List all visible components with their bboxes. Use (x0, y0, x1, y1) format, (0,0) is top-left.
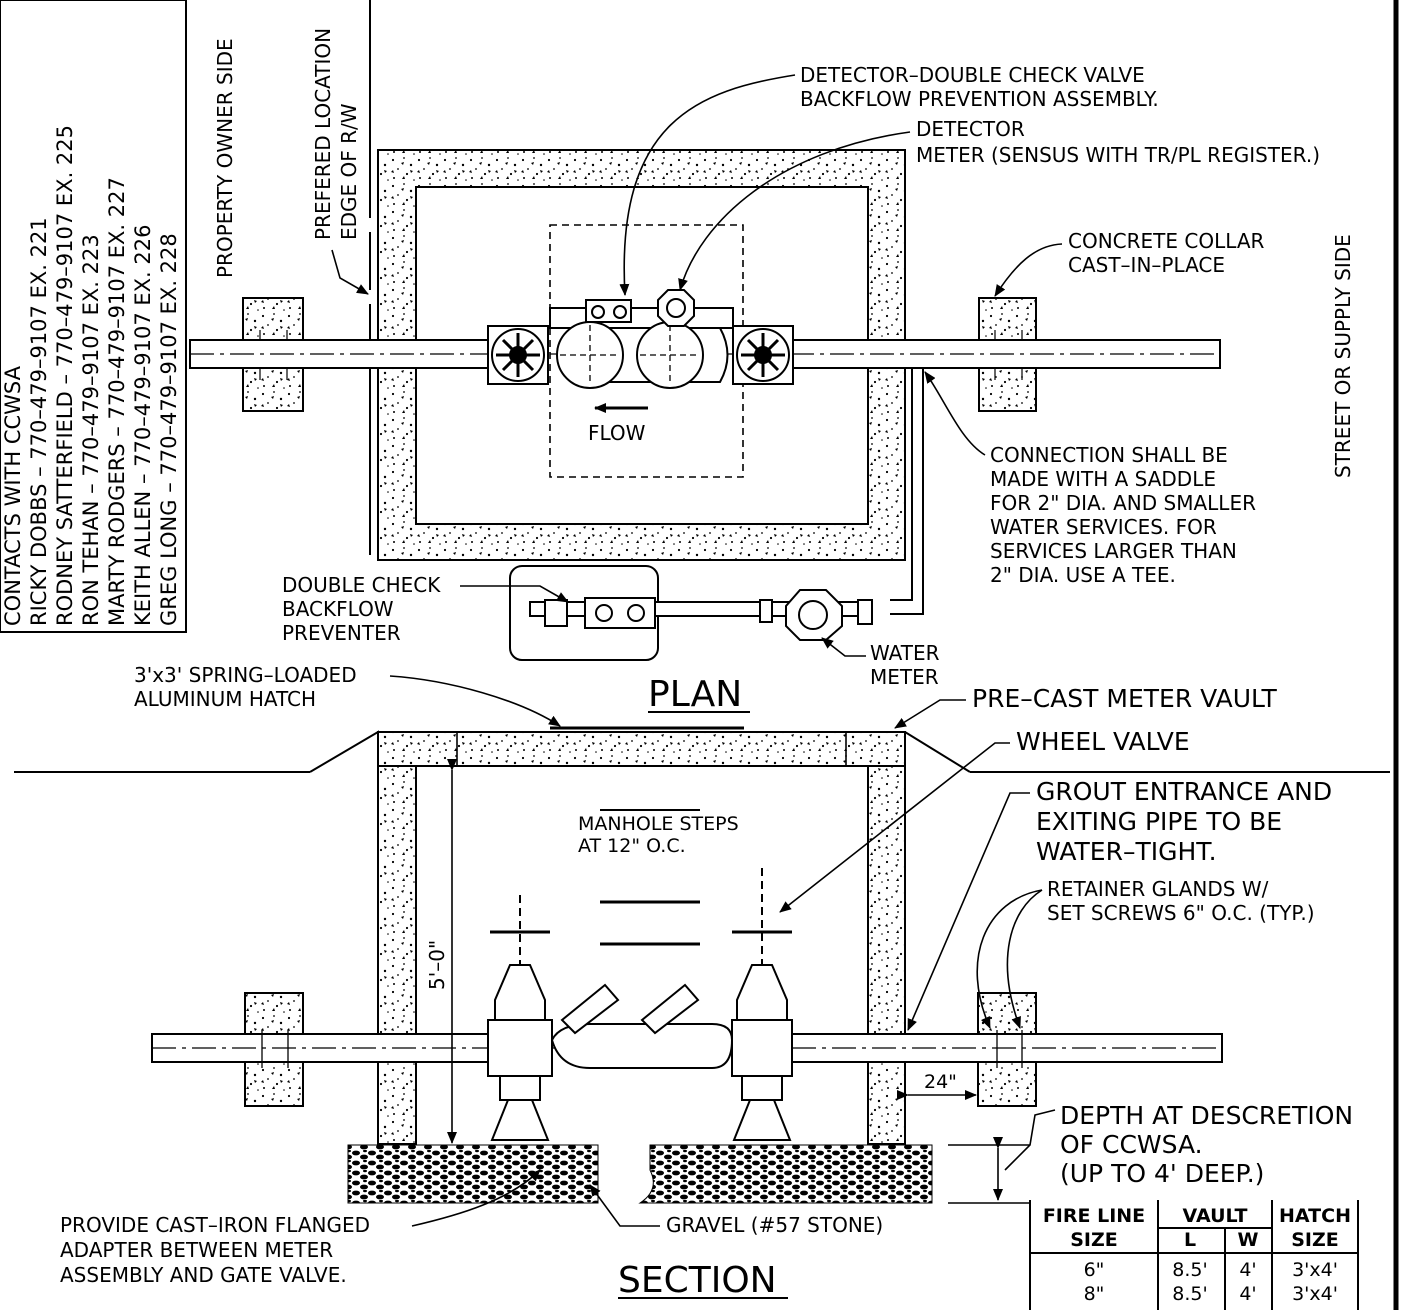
adapter-label-3: ASSEMBLY AND GATE VALVE. (60, 1263, 347, 1287)
height-dimension: 5'–0" (425, 940, 449, 990)
plan-labels: DETECTOR–DOUBLE CHECK VALVE BACKFLOW PRE… (282, 63, 1320, 715)
gravel-label: GRAVEL (#57 STONE) (666, 1213, 883, 1237)
vault-wall-left-section (377, 765, 417, 1145)
table-cell: 8.5' (1172, 1259, 1207, 1281)
connection-note: CONNECTION SHALL BE (990, 443, 1228, 467)
flow-label: FLOW (588, 421, 646, 445)
vault-lid-section (377, 731, 906, 767)
connection-note: SERVICES LARGER THAN (990, 539, 1237, 563)
retainer-label: RETAINER GLANDS W/ (1047, 877, 1269, 901)
plan-view: FLOW (189, 149, 1221, 661)
table-cell: 3'x4' (1292, 1283, 1338, 1305)
preferred-location-label-2: EDGE OF R/W (337, 103, 361, 240)
table-cell: 4' (1239, 1259, 1256, 1281)
vault-wall-right-section (867, 765, 906, 1145)
table-cell: 8.5' (1172, 1283, 1207, 1305)
connection-note: WATER SERVICES. FOR (990, 515, 1217, 539)
contact-entry: MARTY RODGERS – 770–479–9107 EX. 227 (105, 177, 129, 626)
depth-dimension-line (948, 1137, 1030, 1204)
contacts-box: CONTACTS WITH CCWSA RICKY DOBBS – 770–47… (0, 0, 187, 633)
contacts-heading: CONTACTS WITH CCWSA (1, 365, 25, 626)
contact-entry: RON TEHAN – 770–479–9107 EX. 223 (79, 234, 103, 626)
table-header-hatch: HATCH (1279, 1205, 1351, 1227)
detector-assembly-label-2: BACKFLOW PREVENTION ASSEMBLY. (800, 87, 1159, 111)
double-check-section (550, 983, 734, 1069)
street-side-label: STREET OR SUPPLY SIDE (1331, 234, 1355, 478)
wheel-valve-label: WHEEL VALVE (1016, 727, 1190, 756)
water-meter-label-2: METER (870, 665, 939, 689)
contact-entry: GREG LONG – 770–479–9107 EX. 228 (157, 233, 181, 626)
table-header-vault: VAULT (1183, 1205, 1248, 1227)
concrete-collar-label-2: CAST–IN–PLACE (1068, 253, 1225, 277)
property-owner-side-label: PROPERTY OWNER SIDE (213, 38, 237, 278)
vault-walls-plan (377, 149, 906, 561)
table-header-fire-line-2: SIZE (1070, 1229, 1118, 1251)
grout-label-3: WATER–TIGHT. (1036, 837, 1217, 866)
connection-note: FOR 2" DIA. AND SMALLER (990, 491, 1256, 515)
section-labels: 3'x3' SPRING–LOADED ALUMINUM HATCH PRE–C… (60, 663, 1353, 1301)
offset-dimension: 24" (924, 1071, 957, 1093)
adapter-label: PROVIDE CAST–IRON FLANGED (60, 1213, 370, 1237)
depth-label-3: (UP TO 4' DEEP.) (1060, 1159, 1264, 1188)
concrete-collar-label: CONCRETE COLLAR (1068, 229, 1265, 253)
water-meter-label: WATER (870, 641, 940, 665)
table-cell: 3'x4' (1292, 1259, 1338, 1281)
depth-label: DEPTH AT DESCRETION (1060, 1101, 1353, 1130)
table-header-l: L (1184, 1229, 1196, 1251)
adapter-label-2: ADAPTER BETWEEN METER (60, 1238, 333, 1262)
gate-valve-left-section (487, 895, 553, 1141)
main-pipe-plan (189, 339, 1221, 369)
connection-note: MADE WITH A SADDLE (990, 467, 1216, 491)
contact-entry: KEITH ALLEN – 770–479–9107 EX. 226 (131, 225, 155, 627)
manhole-label: MANHOLE STEPS (578, 813, 739, 835)
table-header-w: W (1238, 1229, 1259, 1251)
grout-label: GROUT ENTRANCE AND (1036, 777, 1332, 806)
size-table: FIRE LINE SIZE VAULT L W HATCH SIZE 6" 8… (1029, 1200, 1359, 1310)
detector-assembly-label: DETECTOR–DOUBLE CHECK VALVE (800, 63, 1145, 87)
gravel-right (638, 1144, 933, 1204)
contact-entry: RODNEY SATTERFIELD – 770–479–9107 EX. 22… (53, 125, 77, 626)
depth-label-2: OF CCWSA. (1060, 1130, 1203, 1159)
gate-valve-left-plan (487, 325, 549, 385)
double-check-label-2: BACKFLOW (282, 597, 394, 621)
gravel-left (347, 1144, 599, 1204)
hatch-label: 3'x3' SPRING–LOADED (134, 663, 357, 687)
table-header-fire-line: FIRE LINE (1043, 1205, 1145, 1227)
contact-entry: RICKY DOBBS – 770–479–9107 EX. 221 (27, 217, 51, 626)
gate-valve-right-plan (732, 325, 794, 385)
grout-label-2: EXITING PIPE TO BE (1036, 807, 1282, 836)
detector-meter-label: DETECTOR (916, 117, 1025, 141)
main-pipe-section (151, 1030, 1223, 1068)
vault-label: PRE–CAST METER VAULT (972, 684, 1278, 713)
table-header-hatch-2: SIZE (1291, 1229, 1339, 1251)
table-cell: 4' (1239, 1283, 1256, 1305)
table-cell: 6" (1084, 1259, 1105, 1281)
hatch-label-2: ALUMINUM HATCH (134, 687, 316, 711)
manhole-label-2: AT 12" O.C. (578, 835, 686, 857)
double-check-label: DOUBLE CHECK (282, 573, 441, 597)
detector-meter-label-2: METER (SENSUS WITH TR/PL REGISTER.) (916, 143, 1320, 167)
gate-valve-right-section (731, 868, 793, 1141)
bypass-line (509, 368, 924, 661)
section-title: SECTION (618, 1260, 777, 1301)
table-cell: 8" (1084, 1283, 1105, 1305)
section-view: 5'–0" 24" (14, 726, 1390, 1204)
double-check-assembly-plan (549, 289, 734, 389)
double-check-label-3: PREVENTER (282, 621, 401, 645)
connection-note: 2" DIA. USE A TEE. (990, 563, 1176, 587)
preferred-location-label: PREFERED LOCATION (311, 28, 335, 240)
retainer-label-2: SET SCREWS 6" O.C. (TYP.) (1047, 901, 1315, 925)
plan-title: PLAN (648, 674, 742, 715)
